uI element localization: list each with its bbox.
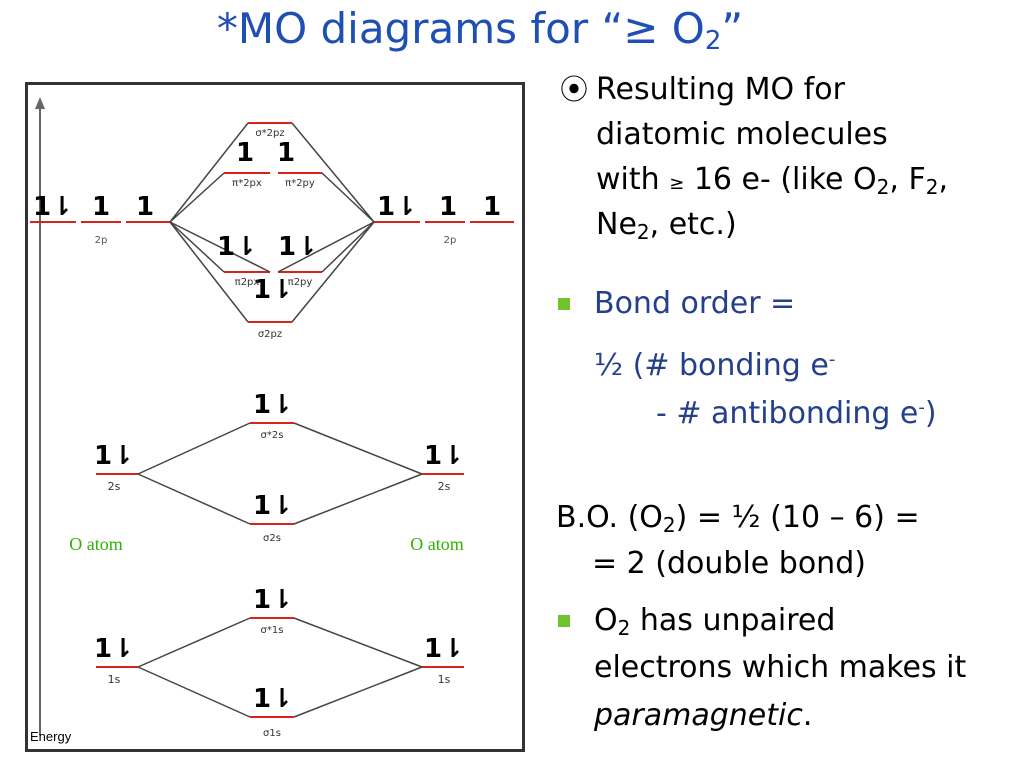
sigma2s-label: σ2s xyxy=(263,533,281,544)
sigma2s-star-label: σ*2s xyxy=(261,430,284,441)
right-2p-connector-0 xyxy=(291,122,375,223)
o2-symbol: O xyxy=(594,603,618,638)
right-2p-connector-3 xyxy=(291,221,375,323)
right-2s-connector-up xyxy=(293,422,423,475)
title-subscript: 2 xyxy=(704,26,722,56)
slide-title: *MO diagrams for “≥ O2” xyxy=(0,4,960,56)
bond-order-formula-1: ½ (# bonding e- xyxy=(594,342,835,383)
paramagnetic-word: paramagnetic xyxy=(594,698,803,733)
left-2p-electrons-3: 1 xyxy=(136,192,154,222)
bullet-square-icon xyxy=(558,298,570,310)
left-2p-connector-0 xyxy=(169,122,249,223)
energy-arrow-icon xyxy=(35,97,45,109)
bo-calc-1a: B.O. (O xyxy=(556,500,663,535)
sigma1s-star-electrons: 1⇂ xyxy=(253,585,293,615)
left-2p-connector-4 xyxy=(169,221,271,273)
bond-order-label: Bond order = xyxy=(594,286,796,321)
left-2s-electrons: 1⇂ xyxy=(94,441,134,471)
left-2p-electrons-2: 1 xyxy=(92,192,110,222)
pi2px-star-label: π*2px xyxy=(232,178,262,189)
pi2py-star-electrons: 1 xyxy=(277,138,295,168)
right-1s-electrons: 1⇂ xyxy=(424,634,464,664)
pi2py-label: π2py xyxy=(288,277,313,288)
o2-line2: electrons which makes it xyxy=(594,650,967,685)
formula-2-text: - # antibonding e xyxy=(656,396,919,431)
left-1s-label: 1s xyxy=(108,673,121,686)
bullet1-line3: with ≥ 16 e- (like O2, F2, xyxy=(596,162,948,199)
left-2p-electrons-1: 1⇂ xyxy=(33,192,73,222)
o2-line1: O2 has unpaired xyxy=(594,603,835,646)
formula-2-sup: - xyxy=(918,397,925,418)
bo-calculation-2: = 2 (double bond) xyxy=(592,546,866,581)
energy-label: Energy xyxy=(30,729,72,744)
right-2p-label: 2p xyxy=(444,235,457,246)
bo-calc-1b: ) = ½ (10 – 6) = xyxy=(675,500,920,535)
o2-line1-text: has unpaired xyxy=(639,603,836,638)
sigma1s-star-label: σ*1s xyxy=(261,625,284,636)
sigma2pz-electrons: 1⇂ xyxy=(253,275,293,305)
pi2px-electrons: 1⇂ xyxy=(217,232,257,262)
bo-calc-sub: 2 xyxy=(662,513,676,537)
sigma2s-star-electrons: 1⇂ xyxy=(253,390,293,420)
bo-calculation-1: B.O. (O2) = ½ (10 – 6) = xyxy=(556,500,920,543)
left-atom-label: O atom xyxy=(69,534,123,554)
right-2p-electrons-1: 1⇂ xyxy=(377,192,417,222)
pi2px-star-electrons: 1 xyxy=(236,138,254,168)
right-2s-label: 2s xyxy=(438,480,451,493)
left-1s-connector-down xyxy=(137,666,251,718)
bond-order-formula-2: - # antibonding e-) xyxy=(656,390,937,431)
target-bullet-icon: ⦿ xyxy=(560,73,589,106)
sigma2s-electrons: 1⇂ xyxy=(253,491,293,521)
left-2p-label: 2p xyxy=(95,235,108,246)
left-1s-electrons: 1⇂ xyxy=(94,634,134,664)
o2-sub: 2 xyxy=(617,616,631,640)
sigma2pz-star-label: σ*2pz xyxy=(255,128,284,139)
right-2s-connector-down xyxy=(293,473,423,525)
left-2p-connector-1 xyxy=(169,172,225,223)
bullet1-line2: diatomic molecules xyxy=(596,117,888,152)
right-atom-label: O atom xyxy=(410,534,464,554)
sigma1s-electrons: 1⇂ xyxy=(253,684,293,714)
title-main: *MO diagrams for “≥ O xyxy=(216,4,705,53)
right-2p-connector-4 xyxy=(277,221,375,273)
o2-period: . xyxy=(802,698,813,733)
bullet-square-icon-2 xyxy=(558,615,570,627)
right-2p-electrons-3: 1 xyxy=(483,192,501,222)
bullet1-line1: Resulting MO for xyxy=(596,72,845,107)
pi2py-electrons: 1⇂ xyxy=(278,232,318,262)
right-1s-label: 1s xyxy=(438,673,451,686)
sigma2pz-label: σ2pz xyxy=(258,329,282,340)
right-1s-connector-up xyxy=(293,617,423,668)
pi2px-label: π2px xyxy=(235,277,260,288)
left-2p-connector-2 xyxy=(169,221,225,273)
right-2p-connector-1 xyxy=(321,172,375,223)
right-1s-connector-down xyxy=(293,666,423,718)
right-2p-electrons-2: 1 xyxy=(439,192,457,222)
formula-1-text: ½ (# bonding e xyxy=(594,348,829,383)
title-end: ” xyxy=(721,4,744,53)
formula-2-close: ) xyxy=(924,396,937,431)
right-2p-connector-2 xyxy=(321,221,375,273)
left-2s-connector-down xyxy=(137,473,251,525)
pi2py-star-label: π*2py xyxy=(285,178,315,189)
bullet1-line4: Ne2, etc.) xyxy=(596,207,737,244)
right-2s-electrons: 1⇂ xyxy=(424,441,464,471)
left-2s-label: 2s xyxy=(108,480,121,493)
left-2s-connector-up xyxy=(137,422,251,475)
o2-line3: paramagnetic. xyxy=(594,698,812,733)
sigma1s-label: σ1s xyxy=(263,728,281,739)
formula-1-sup: - xyxy=(828,349,836,370)
left-1s-connector-up xyxy=(137,617,251,668)
left-2p-connector-3 xyxy=(169,221,249,323)
